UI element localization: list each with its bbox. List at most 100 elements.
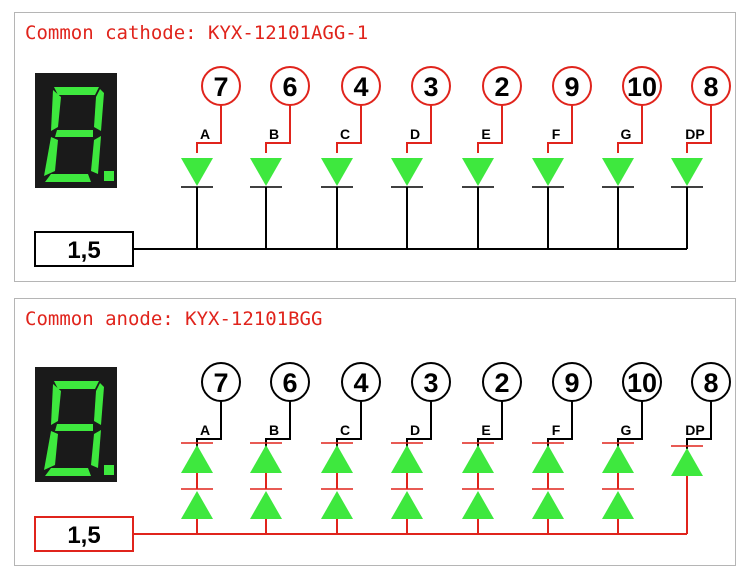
diode-icon	[532, 491, 564, 519]
segment-label: D	[410, 422, 420, 438]
diode-icon	[532, 445, 564, 473]
segment-label: G	[621, 126, 632, 142]
pin-number: 3	[423, 72, 438, 102]
pin-wire	[336, 401, 362, 449]
diode-icon	[391, 491, 423, 519]
segment-label: B	[269, 422, 279, 438]
segment-column-b: 6B	[250, 362, 310, 534]
common-anode-title: Common anode: KYX-12101BGG	[25, 308, 323, 330]
pin-wire	[617, 401, 643, 449]
segment-column-g: 10G	[602, 362, 662, 534]
pin-circle	[270, 66, 310, 106]
diode-icon	[321, 491, 353, 519]
segment-c	[91, 136, 101, 174]
diode-icon	[462, 491, 494, 519]
pin-wire	[196, 401, 222, 449]
diode-icon	[181, 158, 213, 186]
diode-icon	[391, 158, 423, 186]
diode-icon	[250, 445, 282, 473]
pin-circle	[341, 66, 381, 106]
segment-label: F	[552, 126, 561, 142]
segment-d	[45, 174, 91, 182]
pin-wire	[547, 105, 573, 153]
segment-dp	[104, 465, 114, 475]
pin-number: 10	[627, 72, 657, 102]
pin-wire	[686, 105, 712, 153]
diode-icon	[391, 445, 423, 473]
segment-f	[51, 384, 61, 425]
pin-wire	[617, 105, 643, 153]
segment-label: C	[340, 126, 350, 142]
pin-circle	[201, 362, 241, 402]
segment-label: DP	[685, 126, 704, 142]
segment-e	[44, 137, 58, 176]
segment-label: D	[410, 126, 420, 142]
pin-circle	[482, 362, 522, 402]
segment-column-dp: 8DP	[671, 362, 731, 534]
segment-d	[45, 468, 91, 476]
segment-column-c: 4C	[321, 362, 381, 534]
pin-wire	[406, 401, 432, 449]
pin-circle	[341, 362, 381, 402]
common-pin-label: 1,5	[67, 237, 100, 264]
common-cathode-title: Common cathode: KYX-12101AGG-1	[25, 22, 369, 44]
pin-circle	[691, 362, 731, 402]
pin-number: 2	[494, 72, 509, 102]
pin-number: 2	[494, 368, 509, 398]
segment-column-dp: 8DP	[671, 66, 731, 249]
segment-b	[94, 89, 104, 131]
segment-label: F	[552, 422, 561, 438]
segment-a	[54, 381, 99, 389]
seven-segment-display-icon	[35, 367, 117, 482]
pin-wire	[686, 401, 712, 449]
pin-number: 6	[282, 72, 297, 102]
segment-label: B	[269, 126, 279, 142]
segment-label: C	[340, 422, 350, 438]
diode-icon	[181, 491, 213, 519]
diode-icon	[532, 158, 564, 186]
pin-wire	[406, 105, 432, 153]
pin-circle	[691, 66, 731, 106]
segment-column-e: 2E	[462, 362, 522, 534]
diode-icon	[462, 158, 494, 186]
pin-number: 4	[353, 368, 368, 398]
pin-circle	[552, 66, 592, 106]
diode-icon	[181, 445, 213, 473]
common-pin-box	[34, 516, 134, 552]
segment-label: G	[621, 422, 632, 438]
pin-circle	[622, 362, 662, 402]
diode-icon	[462, 445, 494, 473]
diode-icon	[602, 158, 634, 186]
pin-number: 8	[703, 368, 718, 398]
segment-column-f: 9F	[532, 66, 592, 249]
segment-label: A	[200, 422, 210, 438]
pin-number: 7	[213, 72, 228, 102]
segment-column-b: 6B	[250, 66, 310, 249]
diode-icon	[250, 158, 282, 186]
pin-wire	[477, 105, 503, 153]
segment-column-e: 2E	[462, 66, 522, 249]
diode-icon	[671, 448, 703, 476]
segment-c	[91, 430, 101, 468]
segment-g	[55, 130, 93, 137]
segment-a	[54, 87, 99, 95]
pin-number: 10	[627, 368, 657, 398]
segment-column-c: 4C	[321, 66, 381, 249]
pin-wire	[196, 105, 222, 153]
pin-circle	[411, 362, 451, 402]
common-pin-label: 1,5	[67, 522, 100, 549]
segment-label: A	[200, 126, 210, 142]
diode-icon	[321, 158, 353, 186]
common-pin-box	[34, 231, 134, 267]
segment-label: E	[481, 126, 490, 142]
segment-e	[44, 431, 58, 470]
diode-icon	[250, 491, 282, 519]
pin-wire	[265, 105, 291, 153]
segment-column-a: 7A	[181, 362, 241, 534]
pin-circle	[552, 362, 592, 402]
segment-column-a: 7A	[181, 66, 241, 249]
diode-icon	[671, 158, 703, 186]
pin-number: 7	[213, 368, 228, 398]
